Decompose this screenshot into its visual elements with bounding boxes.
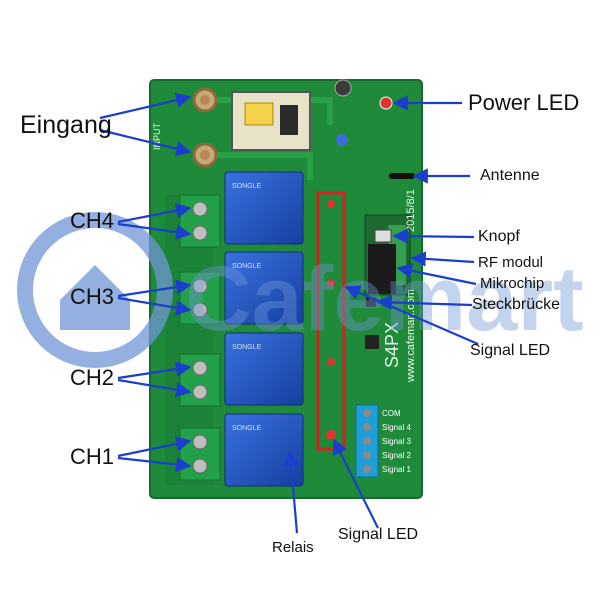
arrow-eingang-bottom <box>99 128 192 157</box>
arrow-ch1-b <box>117 456 192 473</box>
svg-text:SONGLE: SONGLE <box>232 344 262 351</box>
button-component <box>374 229 392 243</box>
label-knopf: Knopf <box>478 228 520 245</box>
signal-led-4 <box>327 200 335 208</box>
annotation-arrows <box>99 92 479 534</box>
arrow-ch2-a <box>117 361 192 380</box>
power-module <box>231 91 311 151</box>
arrow-ch1-a <box>117 436 192 458</box>
signal-led-1 <box>326 430 336 440</box>
relay-2: SONGLE <box>224 332 304 406</box>
arrow-ch4-a <box>117 203 192 224</box>
arrow-ch2-b <box>117 378 192 398</box>
terminal-label-signal4: Signal 4 <box>382 423 411 432</box>
arrow-relais <box>283 450 299 534</box>
label-steckbruecke: Steckbrücke <box>472 296 561 313</box>
signal-led-2 <box>327 358 335 366</box>
label-ch4: CH4 <box>70 208 115 233</box>
label-ch1: CH1 <box>70 444 115 469</box>
svg-text:SONGLE: SONGLE <box>232 263 262 270</box>
signal-terminal-block <box>355 404 379 478</box>
terminal-label-signal2: Signal 2 <box>382 451 411 460</box>
label-ch3: CH3 <box>70 284 115 309</box>
power-led-component <box>379 96 393 110</box>
output-terminal-2 <box>179 353 221 407</box>
board-date: 2015/8/1 <box>405 189 417 232</box>
label-ch2: CH2 <box>70 365 115 390</box>
arrow-ch4-b <box>117 222 192 240</box>
arrow-rf-modul <box>410 251 475 267</box>
arrow-eingang-top <box>99 92 192 120</box>
arrow-knopf <box>392 228 475 244</box>
arrow-mikrochip <box>396 263 477 286</box>
terminal-label-signal3: Signal 3 <box>382 437 411 446</box>
relay-4: SONGLE <box>224 171 304 245</box>
arrow-ch3-a <box>117 279 192 298</box>
capacitor <box>334 79 352 97</box>
arrow-steckbruecke <box>376 294 473 311</box>
output-terminal-1 <box>179 427 221 481</box>
label-power-led: Power LED <box>468 90 580 115</box>
signal-led-3 <box>327 279 335 287</box>
input-terminal <box>192 87 218 168</box>
svg-text:SONGLE: SONGLE <box>232 425 262 432</box>
label-eingang: Eingang <box>20 111 112 139</box>
board-url: www.cafemart.com <box>405 289 417 383</box>
output-terminal-4 <box>179 194 221 248</box>
label-signal-led-bottom: Signal LED <box>338 526 419 543</box>
arrow-signal-led-bottom <box>333 438 379 529</box>
pcb-trace <box>205 152 313 180</box>
terminal-label-com: COM <box>382 409 401 418</box>
label-signal-led-top: Signal LED <box>470 342 551 359</box>
input-silkscreen: INPUT <box>152 122 162 150</box>
relay-3: SONGLE <box>224 251 304 325</box>
label-rf-modul: RF modul <box>478 254 544 271</box>
jumper-component <box>366 297 376 307</box>
arrow-ch3-b <box>117 296 192 316</box>
relay-1: SONGLE <box>224 413 304 487</box>
label-relais: Relais <box>272 539 314 556</box>
board-model: S4PX <box>382 322 402 368</box>
capacitor <box>336 134 348 146</box>
svg-text:SONGLE: SONGLE <box>232 183 262 190</box>
small-ic <box>365 335 379 349</box>
arrow-signal-led-top <box>344 285 479 346</box>
label-antenne: Antenne <box>480 167 540 184</box>
home-icon <box>60 265 130 330</box>
terminal-label-signal1: Signal 1 <box>382 465 411 474</box>
microchip <box>368 244 396 294</box>
signal-led-highlight-box <box>316 191 346 451</box>
label-mikrochip: Mikrochip <box>480 275 545 292</box>
